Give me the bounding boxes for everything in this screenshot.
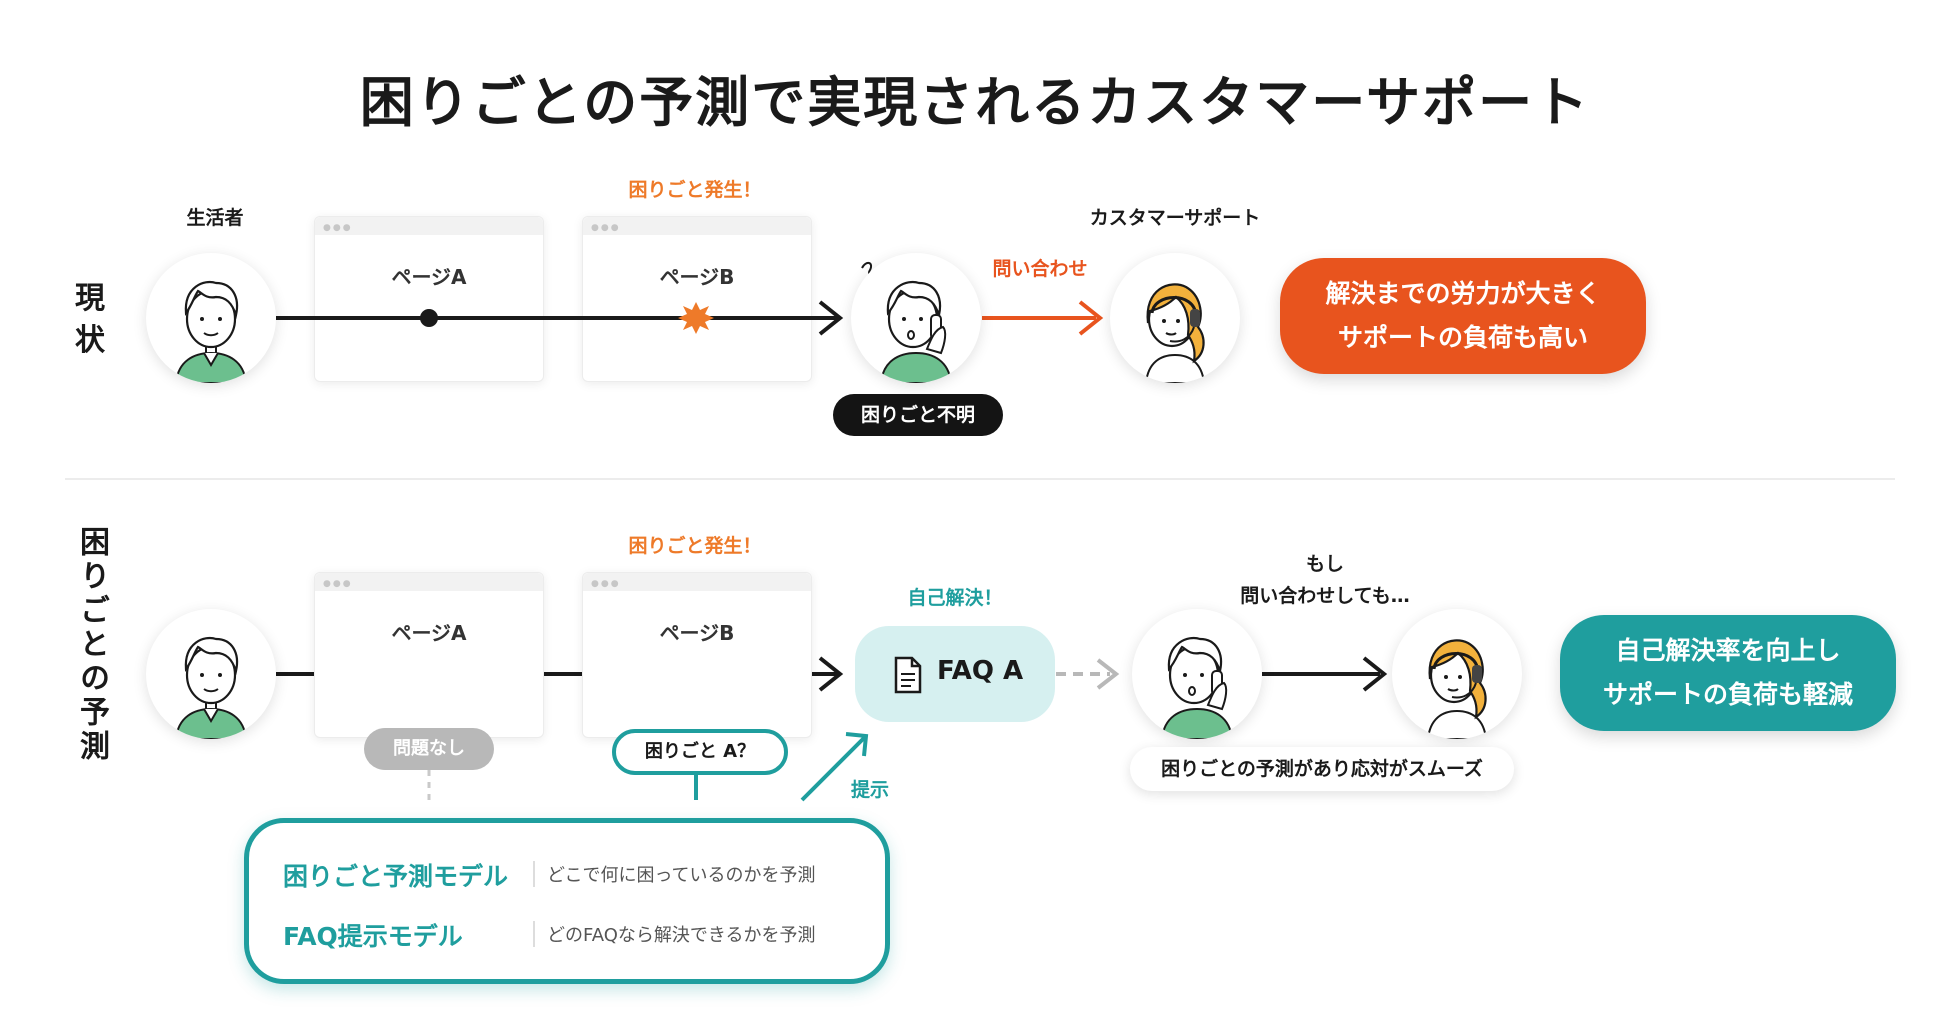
page-b-label: ページB — [659, 621, 735, 645]
current-outcome-box: 解決までの労力が大きく サポートの負荷も高い — [1280, 258, 1646, 374]
trouble-label-bottom: 困りごと発生！ — [628, 535, 762, 557]
faq-a-card: FAQ A — [855, 626, 1055, 722]
bottom-flow-arrowhead — [818, 656, 844, 692]
page-a-card-bottom: ●●● ページA — [314, 572, 544, 738]
window-dots-icon: ●●● — [591, 579, 621, 589]
trouble-burst-top — [678, 302, 714, 334]
page-b-card-bottom: ●●● ページB — [582, 572, 812, 738]
caller-avatar-bottom — [1132, 609, 1262, 739]
self-solve-label: 自己解決！ — [907, 587, 1003, 609]
present-line — [800, 734, 868, 802]
page-a-card-top: ●●● ページA — [314, 216, 544, 382]
model-desc-faq: どのFAQなら解決できるかを予測 — [533, 921, 816, 947]
support-agent-icon — [1392, 609, 1522, 739]
document-icon — [894, 656, 922, 694]
page-title: 困りごとの予測で実現されるカスタマーサポート — [359, 71, 1591, 134]
top-flow-arrowhead — [818, 300, 844, 336]
window-dots-icon: ●●● — [323, 579, 353, 589]
unknown-trouble-pill: 困りごと不明 — [833, 394, 1003, 436]
caller-icon — [1132, 609, 1262, 739]
consumer-avatar-bottom — [146, 609, 276, 739]
inquiry-label: 問い合わせ — [992, 258, 1088, 280]
support-agent-avatar-bottom — [1392, 609, 1522, 739]
window-dots-icon: ●●● — [323, 223, 353, 233]
page-a-label: ページA — [391, 265, 467, 289]
present-arrowhead — [845, 732, 869, 757]
prediction-outcome-line2: サポートの負荷も軽減 — [1602, 680, 1853, 709]
page-a-label: ページA — [391, 621, 467, 645]
confused-caller-avatar — [851, 253, 981, 383]
no-problem-pill: 問題なし — [364, 728, 494, 770]
current-outcome-line1: 解決までの労力が大きく — [1325, 279, 1601, 308]
dashed-arrowhead — [1096, 658, 1120, 690]
smooth-flow-arrowhead — [1362, 656, 1388, 692]
window-dots-icon: ●●● — [591, 223, 621, 233]
support-agent-avatar-top — [1110, 253, 1240, 383]
trouble-label-top: 困りごと発生！ — [628, 179, 762, 201]
page-b-label: ページB — [659, 265, 735, 289]
if-line2: 問い合わせしても… — [1240, 585, 1410, 607]
consumer-label: 生活者 — [186, 207, 244, 229]
row-label-current: 現状 — [75, 281, 105, 358]
support-label: カスタマーサポート — [1089, 207, 1261, 229]
if-inquiry-note: もし 問い合わせしても… — [1230, 548, 1420, 612]
page-b-card-top: ●●● ページB — [582, 216, 812, 382]
if-line1: もし — [1305, 553, 1344, 575]
present-label: 提示 — [850, 779, 889, 801]
consumer-avatar-top — [146, 253, 276, 383]
faq-a-label: FAQ A — [937, 656, 1024, 686]
inquiry-arrowhead — [1078, 300, 1104, 336]
smooth-response-pill: 困りごとの予測があり応対がスムーズ — [1130, 747, 1514, 791]
prediction-models-box: 困りごと予測モデル どこで何に困っているのかを予測 FAQ提示モデル どのFAQ… — [244, 818, 890, 984]
page-a-point-top — [420, 309, 438, 327]
support-agent-icon — [1110, 253, 1240, 383]
caller-icon — [851, 253, 981, 383]
trouble-a-pill: 困りごと A？ — [612, 729, 788, 775]
row-label-prediction: 困りごとの予測 — [70, 526, 110, 764]
row-label-prediction-text: 困りごとの予測 — [74, 526, 109, 764]
prediction-outcome-line1: 自己解決率を向上し — [1615, 636, 1841, 665]
model-desc-trouble: どこで何に困っているのかを予測 — [533, 861, 816, 887]
consumer-icon — [146, 609, 276, 739]
model-name-trouble: 困りごと予測モデル — [283, 862, 509, 891]
model-name-faq: FAQ提示モデル — [283, 922, 463, 951]
prediction-outcome-box: 自己解決率を向上し サポートの負荷も軽減 — [1560, 615, 1896, 731]
section-divider — [65, 478, 1895, 480]
current-outcome-line2: サポートの負荷も高い — [1337, 323, 1588, 352]
consumer-icon — [146, 253, 276, 383]
